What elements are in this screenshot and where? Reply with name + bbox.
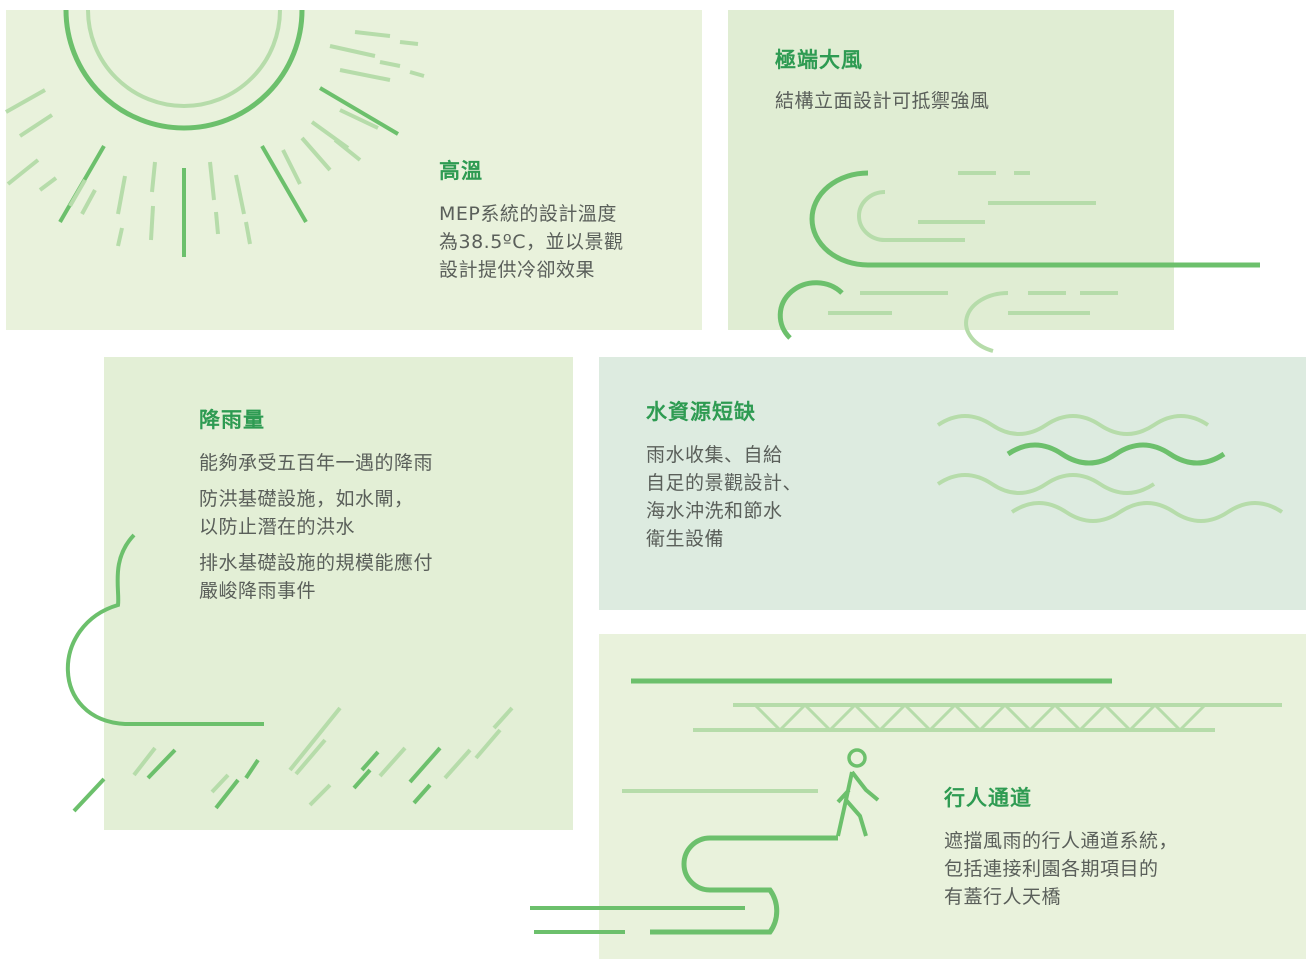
heat-title: 高溫 [439, 159, 483, 183]
water-line: 雨水收集、自給 [646, 444, 783, 466]
wind-panel [728, 10, 1174, 330]
rain-line: 排水基礎設施的規模能應付 [199, 552, 434, 574]
heat-line: 設計提供冷卻效果 [439, 259, 596, 281]
rain-title: 降雨量 [199, 408, 265, 432]
rain-line: 能夠承受五百年一遇的降雨 [199, 452, 434, 474]
rain-text-block: 降雨量 能夠承受五百年一遇的降雨 防洪基礎設施，如水閘， 以防止潛在的洪水 排水… [199, 405, 433, 605]
water-line: 自足的景觀設計、 [646, 472, 803, 494]
water-title: 水資源短缺 [646, 400, 756, 424]
heat-text-block: 高溫 MEP系統的設計溫度 為38.5ºC，並以景觀 設計提供冷卻效果 [439, 156, 624, 284]
walk-title: 行人通道 [944, 786, 1032, 810]
rain-line: 防洪基礎設施，如水閘， [199, 488, 414, 510]
water-line: 衛生設備 [646, 528, 725, 550]
heat-line: 為38.5ºC，並以景觀 [439, 231, 624, 253]
pedestrian-bridge-icon [530, 678, 1282, 935]
rain-panel [104, 357, 573, 830]
water-line: 海水沖洗和節水 [646, 500, 783, 522]
wind-icon [777, 170, 1260, 353]
heat-line: MEP系統的設計溫度 [439, 203, 617, 225]
wind-text-block: 極端大風 結構立面設計可抵禦強風 [775, 45, 990, 115]
wind-title: 極端大風 [775, 48, 863, 72]
walk-text-block: 行人通道 遮擋風雨的行人通道系統， 包括連接利園各期項目的 有蓋行人天橋 [944, 783, 1178, 911]
water-waves-icon [936, 414, 1284, 523]
heat-panel [6, 10, 702, 330]
water-text-block: 水資源短缺 雨水收集、自給 自足的景觀設計、 海水沖洗和節水 衛生設備 [646, 397, 802, 553]
walk-line: 遮擋風雨的行人通道系統， [944, 830, 1179, 852]
walk-line: 包括連接利園各期項目的 [944, 858, 1159, 880]
sun-icon [5, 9, 425, 257]
wind-line: 結構立面設計可抵禦強風 [775, 90, 990, 112]
rain-cloud-icon [65, 533, 514, 813]
walk-panel [599, 634, 1306, 959]
water-panel [599, 357, 1306, 610]
rain-line: 嚴峻降雨事件 [199, 580, 317, 602]
rain-line: 以防止潛在的洪水 [199, 516, 356, 538]
walk-line: 有蓋行人天橋 [944, 886, 1062, 908]
